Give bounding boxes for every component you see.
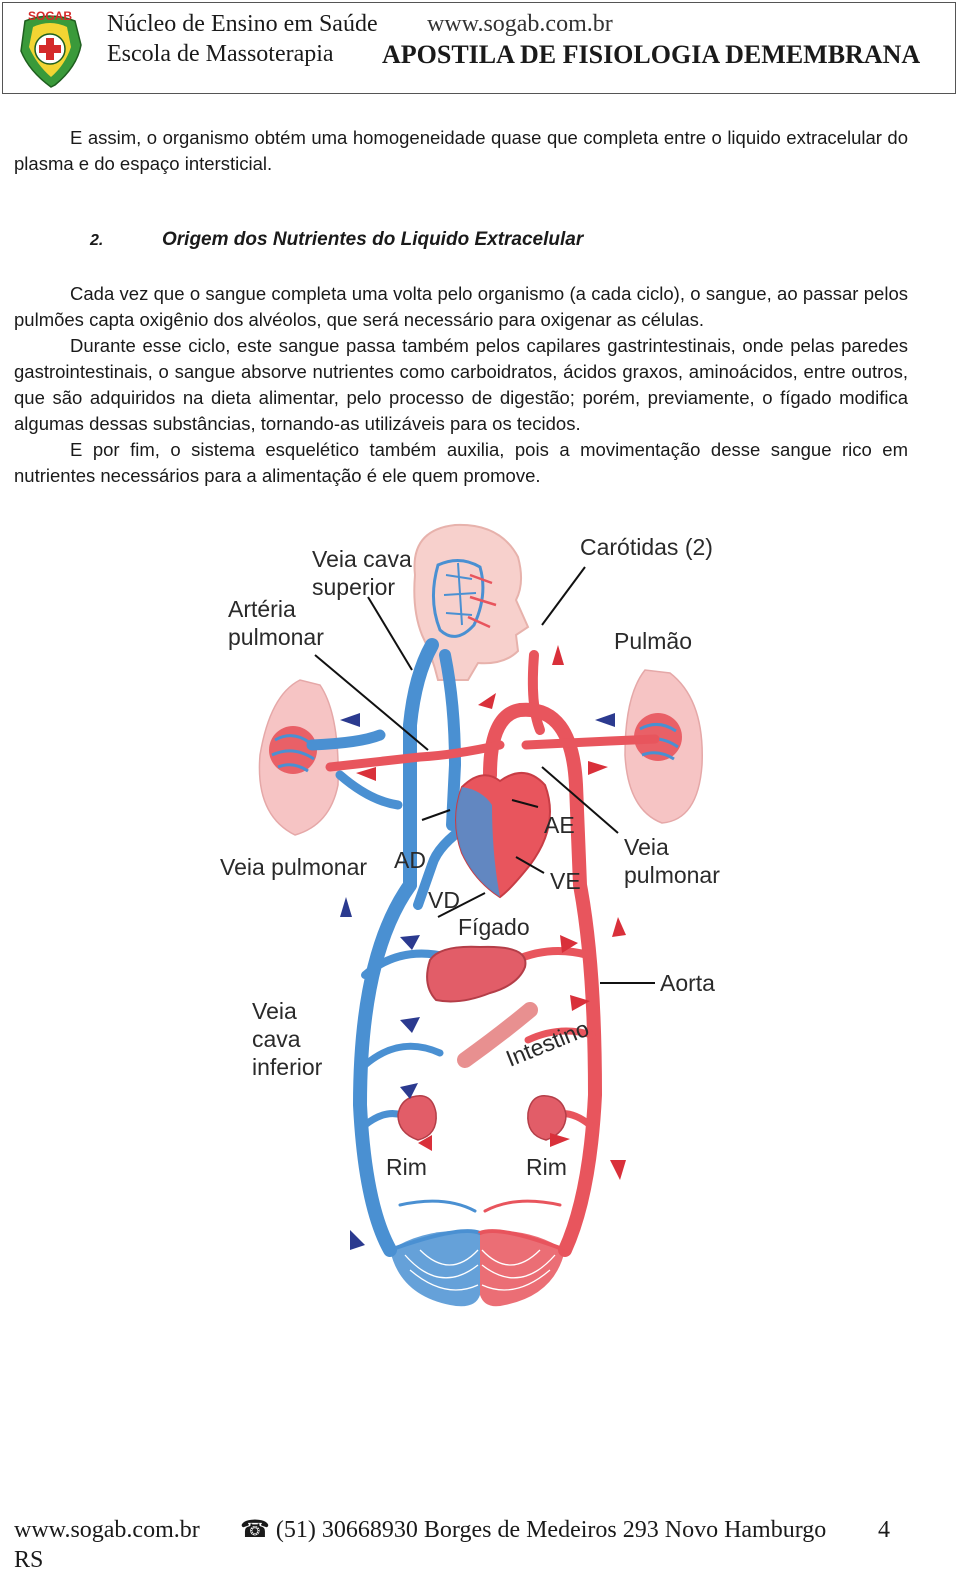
section-number: 2. bbox=[90, 232, 104, 249]
label-figado: Fígado bbox=[458, 914, 530, 940]
document-title: APOSTILA DE FISIOLOGIA DEMEMBRANA bbox=[382, 40, 921, 69]
flow-arrow-blue bbox=[400, 1083, 418, 1099]
label-rim-left: Rim bbox=[386, 1154, 427, 1180]
flow-arrow-red bbox=[610, 1160, 626, 1180]
flow-arrow-blue bbox=[350, 1230, 365, 1250]
intestine-illustration bbox=[457, 1002, 538, 1068]
flow-arrow-red bbox=[478, 693, 496, 709]
flow-arrow-red bbox=[550, 1133, 570, 1147]
venous-vessels bbox=[306, 638, 482, 1257]
footer-state: RS bbox=[14, 1547, 44, 1573]
label-veia-cava-superior: superior bbox=[312, 574, 395, 600]
label-veia-pulmonar-right: pulmonar bbox=[624, 862, 720, 888]
flow-arrow-red bbox=[588, 761, 608, 775]
flow-arrow-red bbox=[570, 995, 590, 1011]
body-paragraph: Durante esse ciclo, este sangue passa ta… bbox=[14, 335, 908, 434]
flow-arrow-red bbox=[356, 767, 376, 781]
body-text: Cada vez que o sangue completa uma volta… bbox=[14, 281, 908, 489]
footer-contact: ☎ (51) 30668930 Borges de Medeiros 293 N… bbox=[240, 1517, 827, 1543]
label-rim-right: Rim bbox=[526, 1154, 567, 1180]
flow-arrow-blue bbox=[340, 897, 352, 917]
label-vd: VD bbox=[428, 887, 460, 913]
left-kidney-illustration bbox=[397, 1095, 437, 1141]
label-veia-cava-inferior: Veia bbox=[252, 998, 297, 1024]
liver-illustration bbox=[426, 945, 527, 1003]
heart-illustration bbox=[455, 772, 551, 899]
body-paragraph: Cada vez que o sangue completa uma volta… bbox=[14, 283, 908, 330]
label-ve: VE bbox=[550, 868, 581, 894]
label-veia-cava-inferior: cava bbox=[252, 1026, 301, 1052]
flow-arrow-blue bbox=[400, 935, 420, 950]
capillary-bed bbox=[390, 1231, 565, 1307]
section-title: Origem dos Nutrientes do Liquido Extrace… bbox=[162, 229, 584, 250]
body-paragraph: E por fim, o sistema esquelético também … bbox=[14, 439, 908, 486]
head-illustration bbox=[413, 523, 530, 681]
school-subtitle: Escola de Massoterapia bbox=[107, 41, 334, 67]
right-kidney-illustration bbox=[527, 1095, 567, 1141]
label-aorta: Aorta bbox=[660, 970, 715, 996]
page-number: 4 bbox=[878, 1517, 890, 1543]
label-carotidas: Carótidas (2) bbox=[580, 534, 713, 560]
flow-arrow-blue bbox=[340, 713, 360, 727]
label-arteria-pulmonar: Artéria bbox=[228, 596, 296, 622]
flow-arrow-blue bbox=[595, 713, 615, 727]
sogab-logo: SOGAB bbox=[20, 9, 82, 88]
left-lung bbox=[258, 679, 339, 836]
section-heading: 2. Origem dos Nutrientes do Liquido Extra… bbox=[90, 229, 583, 251]
label-veia-pulmonar-left: Veia pulmonar bbox=[220, 854, 367, 880]
label-ae: AE bbox=[544, 812, 575, 838]
flow-arrow-blue bbox=[400, 1017, 420, 1033]
flow-arrow-red bbox=[612, 917, 626, 937]
header-website-link[interactable]: www.sogab.com.br bbox=[427, 11, 613, 37]
label-veia-cava-superior: Veia cava bbox=[312, 546, 412, 572]
footer-website-link[interactable]: www.sogab.com.br bbox=[14, 1517, 200, 1543]
school-name: Núcleo de Ensino em Saúde bbox=[107, 11, 378, 37]
label-veia-cava-inferior: inferior bbox=[252, 1054, 323, 1080]
label-arteria-pulmonar: pulmonar bbox=[228, 624, 324, 650]
label-leader-lines bbox=[314, 566, 655, 984]
label-ad: AD bbox=[394, 847, 426, 873]
flow-arrows bbox=[340, 645, 626, 1250]
flow-arrow-red bbox=[552, 645, 564, 665]
page-header: SOGAB Núcleo de Ensino em Saúde www.soga… bbox=[2, 2, 956, 94]
intro-paragraph: E assim, o organismo obtém uma homogenei… bbox=[14, 127, 908, 174]
circulatory-system-diagram: Veia cava superior Artéria pulmonar Caró… bbox=[220, 523, 720, 1307]
label-veia-pulmonar-right: Veia bbox=[624, 834, 669, 860]
logo-text: SOGAB bbox=[28, 9, 72, 23]
label-pulmao: Pulmão bbox=[614, 628, 692, 654]
flow-arrow-red bbox=[560, 935, 578, 953]
flow-arrow-red bbox=[418, 1135, 432, 1151]
right-lung bbox=[624, 669, 703, 824]
